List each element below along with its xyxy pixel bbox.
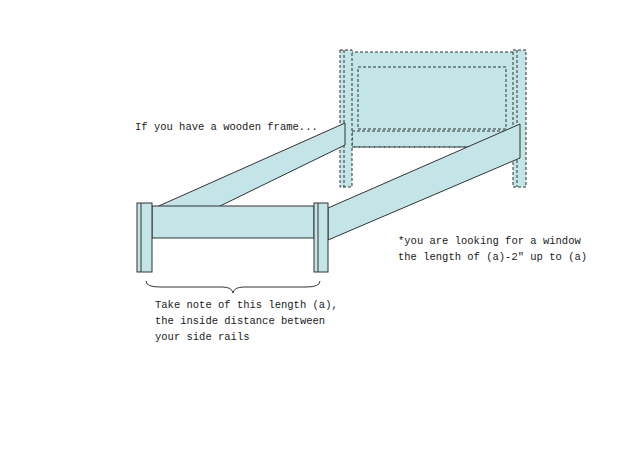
note-label: If you have a wooden frame...: [135, 119, 330, 135]
note-label: *you are looking for a window the length…: [398, 233, 593, 265]
side-rail: [152, 123, 345, 209]
post-edge: [517, 50, 518, 187]
post-edge: [344, 50, 345, 187]
foot-rail: [152, 206, 314, 238]
foot-post: [137, 203, 152, 272]
headboard-post: [340, 50, 352, 187]
side-rail: [328, 124, 520, 240]
headboard-inset: [358, 67, 506, 129]
foot-post: [314, 203, 328, 272]
post-edge: [318, 203, 319, 272]
post-edge: [141, 203, 142, 272]
headboard-panel: [345, 52, 521, 147]
length-bracket: [146, 281, 320, 293]
headboard-post: [513, 50, 526, 187]
note-label: Take note of this length (a), the inside…: [155, 297, 350, 345]
